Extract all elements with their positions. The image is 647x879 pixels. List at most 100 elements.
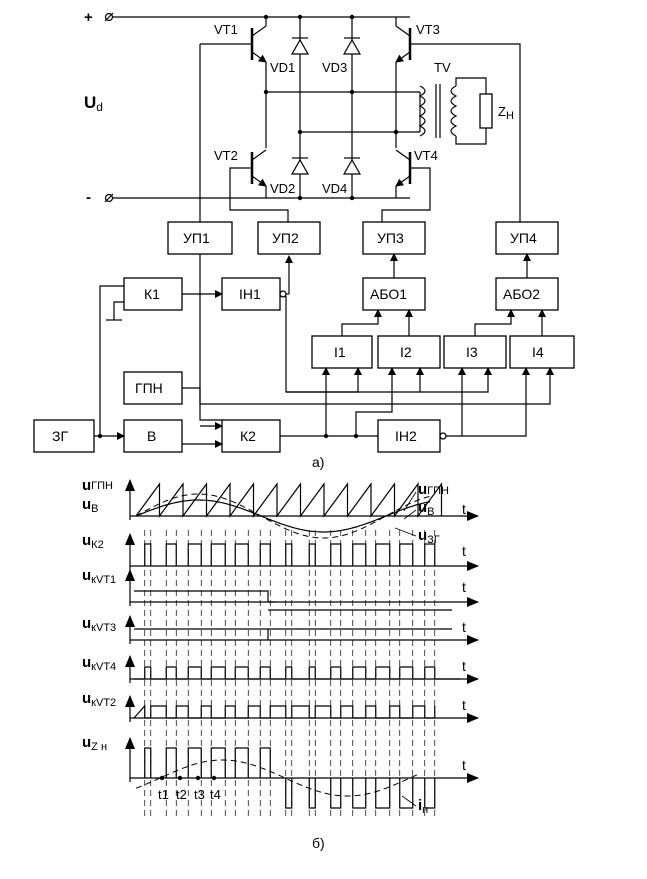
zn-pulse-neg xyxy=(375,778,391,809)
k2-pulse xyxy=(234,543,249,566)
minus-terminal: - xyxy=(86,189,91,206)
left-leg: VT1 VT2 xyxy=(200,17,420,222)
plus-terminal: + xyxy=(84,9,93,26)
k2-pulse xyxy=(375,543,391,566)
svg-text:АБО2: АБО2 xyxy=(503,286,540,302)
right-leg: VT3 VT4 xyxy=(297,17,521,222)
zn-pulse-neg xyxy=(308,778,316,809)
t-label-4: t xyxy=(462,619,466,635)
vd2-label: VD2 xyxy=(270,181,295,196)
t-label-2: t xyxy=(462,543,466,559)
block-k1: К1 xyxy=(123,277,183,311)
t-label-6: t xyxy=(462,697,466,713)
block-k2: К2 xyxy=(221,419,281,453)
label-u-k2: uК2 xyxy=(82,532,104,551)
circuit-diagram: + - Ud VT1 xyxy=(33,9,575,470)
svg-text:ІН1: ІН1 xyxy=(239,286,261,302)
t-label-3: t xyxy=(462,579,466,595)
block-abo1: АБО1 xyxy=(362,277,426,311)
label-u-kvt2: uкVT2 xyxy=(82,690,116,709)
vt4-wave xyxy=(134,666,460,680)
zn-pulse-neg xyxy=(330,778,342,809)
time-point-t3: t3 xyxy=(194,787,205,802)
label-u-kvt1: uкVT1 xyxy=(82,567,116,586)
vd4-label: VD4 xyxy=(322,181,347,196)
time-point-dot xyxy=(211,775,217,781)
block-up1: УП1 xyxy=(167,221,233,255)
svg-text:УП1: УП1 xyxy=(183,230,210,246)
caption-a: а) xyxy=(312,454,324,470)
svg-text:І1: І1 xyxy=(334,344,346,360)
k2-pulse xyxy=(399,543,414,566)
zn-pulse-pos xyxy=(259,747,271,778)
diodes: VD1 VD3 VD2 VD4 xyxy=(270,17,362,198)
k2-pulse xyxy=(210,543,226,566)
vd1-label: VD1 xyxy=(270,60,295,75)
block-in1: ІН1 xyxy=(221,277,281,311)
svg-text:І3: І3 xyxy=(466,344,478,360)
label-right-u-v: uВ xyxy=(418,499,435,518)
timing-diagram: uГПН uВ uК2 uкVT1 uкVT3 uкVT4 uкVT2 uZ н… xyxy=(82,477,479,851)
svg-text:ГПН: ГПН xyxy=(135,380,163,396)
block-i4: І4 xyxy=(509,335,575,369)
k2-pulse xyxy=(285,543,293,566)
time-point-t4: t4 xyxy=(210,787,221,802)
svg-text:УП4: УП4 xyxy=(510,230,537,246)
svg-text:І4: І4 xyxy=(532,344,544,360)
block-up4: УП4 xyxy=(495,221,559,255)
reference-wave xyxy=(135,493,431,539)
time-point-t2: t2 xyxy=(176,787,187,802)
block-in2: ІН2 xyxy=(377,419,441,453)
supply-rails: + - Ud xyxy=(84,9,410,206)
block-abo2: АБО2 xyxy=(495,277,559,311)
zn-pulse-pos xyxy=(210,747,226,778)
t-label-5: t xyxy=(462,658,466,674)
load-current-wave xyxy=(135,759,421,797)
block-i3: І3 xyxy=(443,335,507,369)
sine-wave xyxy=(135,499,431,533)
svg-text:УП2: УП2 xyxy=(272,230,299,246)
sawtooth-wave xyxy=(135,482,443,518)
time-point-dot xyxy=(177,775,183,781)
block-i1: І1 xyxy=(311,335,373,369)
svg-text:ІН2: ІН2 xyxy=(395,428,417,444)
label-right-u-gpn: uГПН xyxy=(418,481,449,498)
k2-pulse xyxy=(308,543,316,566)
label-u-kvt3: uкVT3 xyxy=(82,615,116,634)
time-point-t1: t1 xyxy=(158,787,169,802)
zn-pulse-pos xyxy=(165,747,177,778)
label-u-v: uВ xyxy=(82,496,99,515)
k2-pulse xyxy=(352,543,367,566)
k2-pulse xyxy=(165,543,177,566)
t-label-7: t xyxy=(462,757,466,773)
block-gpn: ГПН xyxy=(123,371,183,405)
time-point-dot xyxy=(159,775,165,781)
block-zg: ЗГ xyxy=(33,419,95,453)
k2-pulse xyxy=(259,543,271,566)
vt4-label: VT4 xyxy=(414,148,438,163)
label-u-kvt4: uкVT4 xyxy=(82,654,116,673)
zn-pulse-neg xyxy=(285,778,293,809)
load-label: ZН xyxy=(498,104,514,122)
caption-b: б) xyxy=(312,835,325,851)
label-u-gpn: uГПН xyxy=(82,477,113,494)
transformer-label: TV xyxy=(434,60,451,75)
transformer: TV ZН xyxy=(418,60,514,145)
block-v: В xyxy=(123,419,183,453)
svg-text:І2: І2 xyxy=(400,344,412,360)
svg-text:АБО1: АБО1 xyxy=(370,286,407,302)
t-label-1: t xyxy=(462,501,466,517)
zn-pulse-pos xyxy=(144,747,152,778)
label-u-zn: uZ н xyxy=(82,734,107,753)
svg-text:К2: К2 xyxy=(240,428,256,444)
svg-text:В: В xyxy=(147,428,156,444)
block-i2: І2 xyxy=(377,335,441,369)
vt1-wave xyxy=(134,590,276,603)
zn-pulse-neg xyxy=(399,778,414,809)
svg-text:К1: К1 xyxy=(144,286,160,302)
block-up3: УП3 xyxy=(362,221,426,255)
svg-text:УП3: УП3 xyxy=(377,230,404,246)
vt2-label: VT2 xyxy=(214,148,238,163)
label-right-i-n: iн xyxy=(418,797,428,816)
